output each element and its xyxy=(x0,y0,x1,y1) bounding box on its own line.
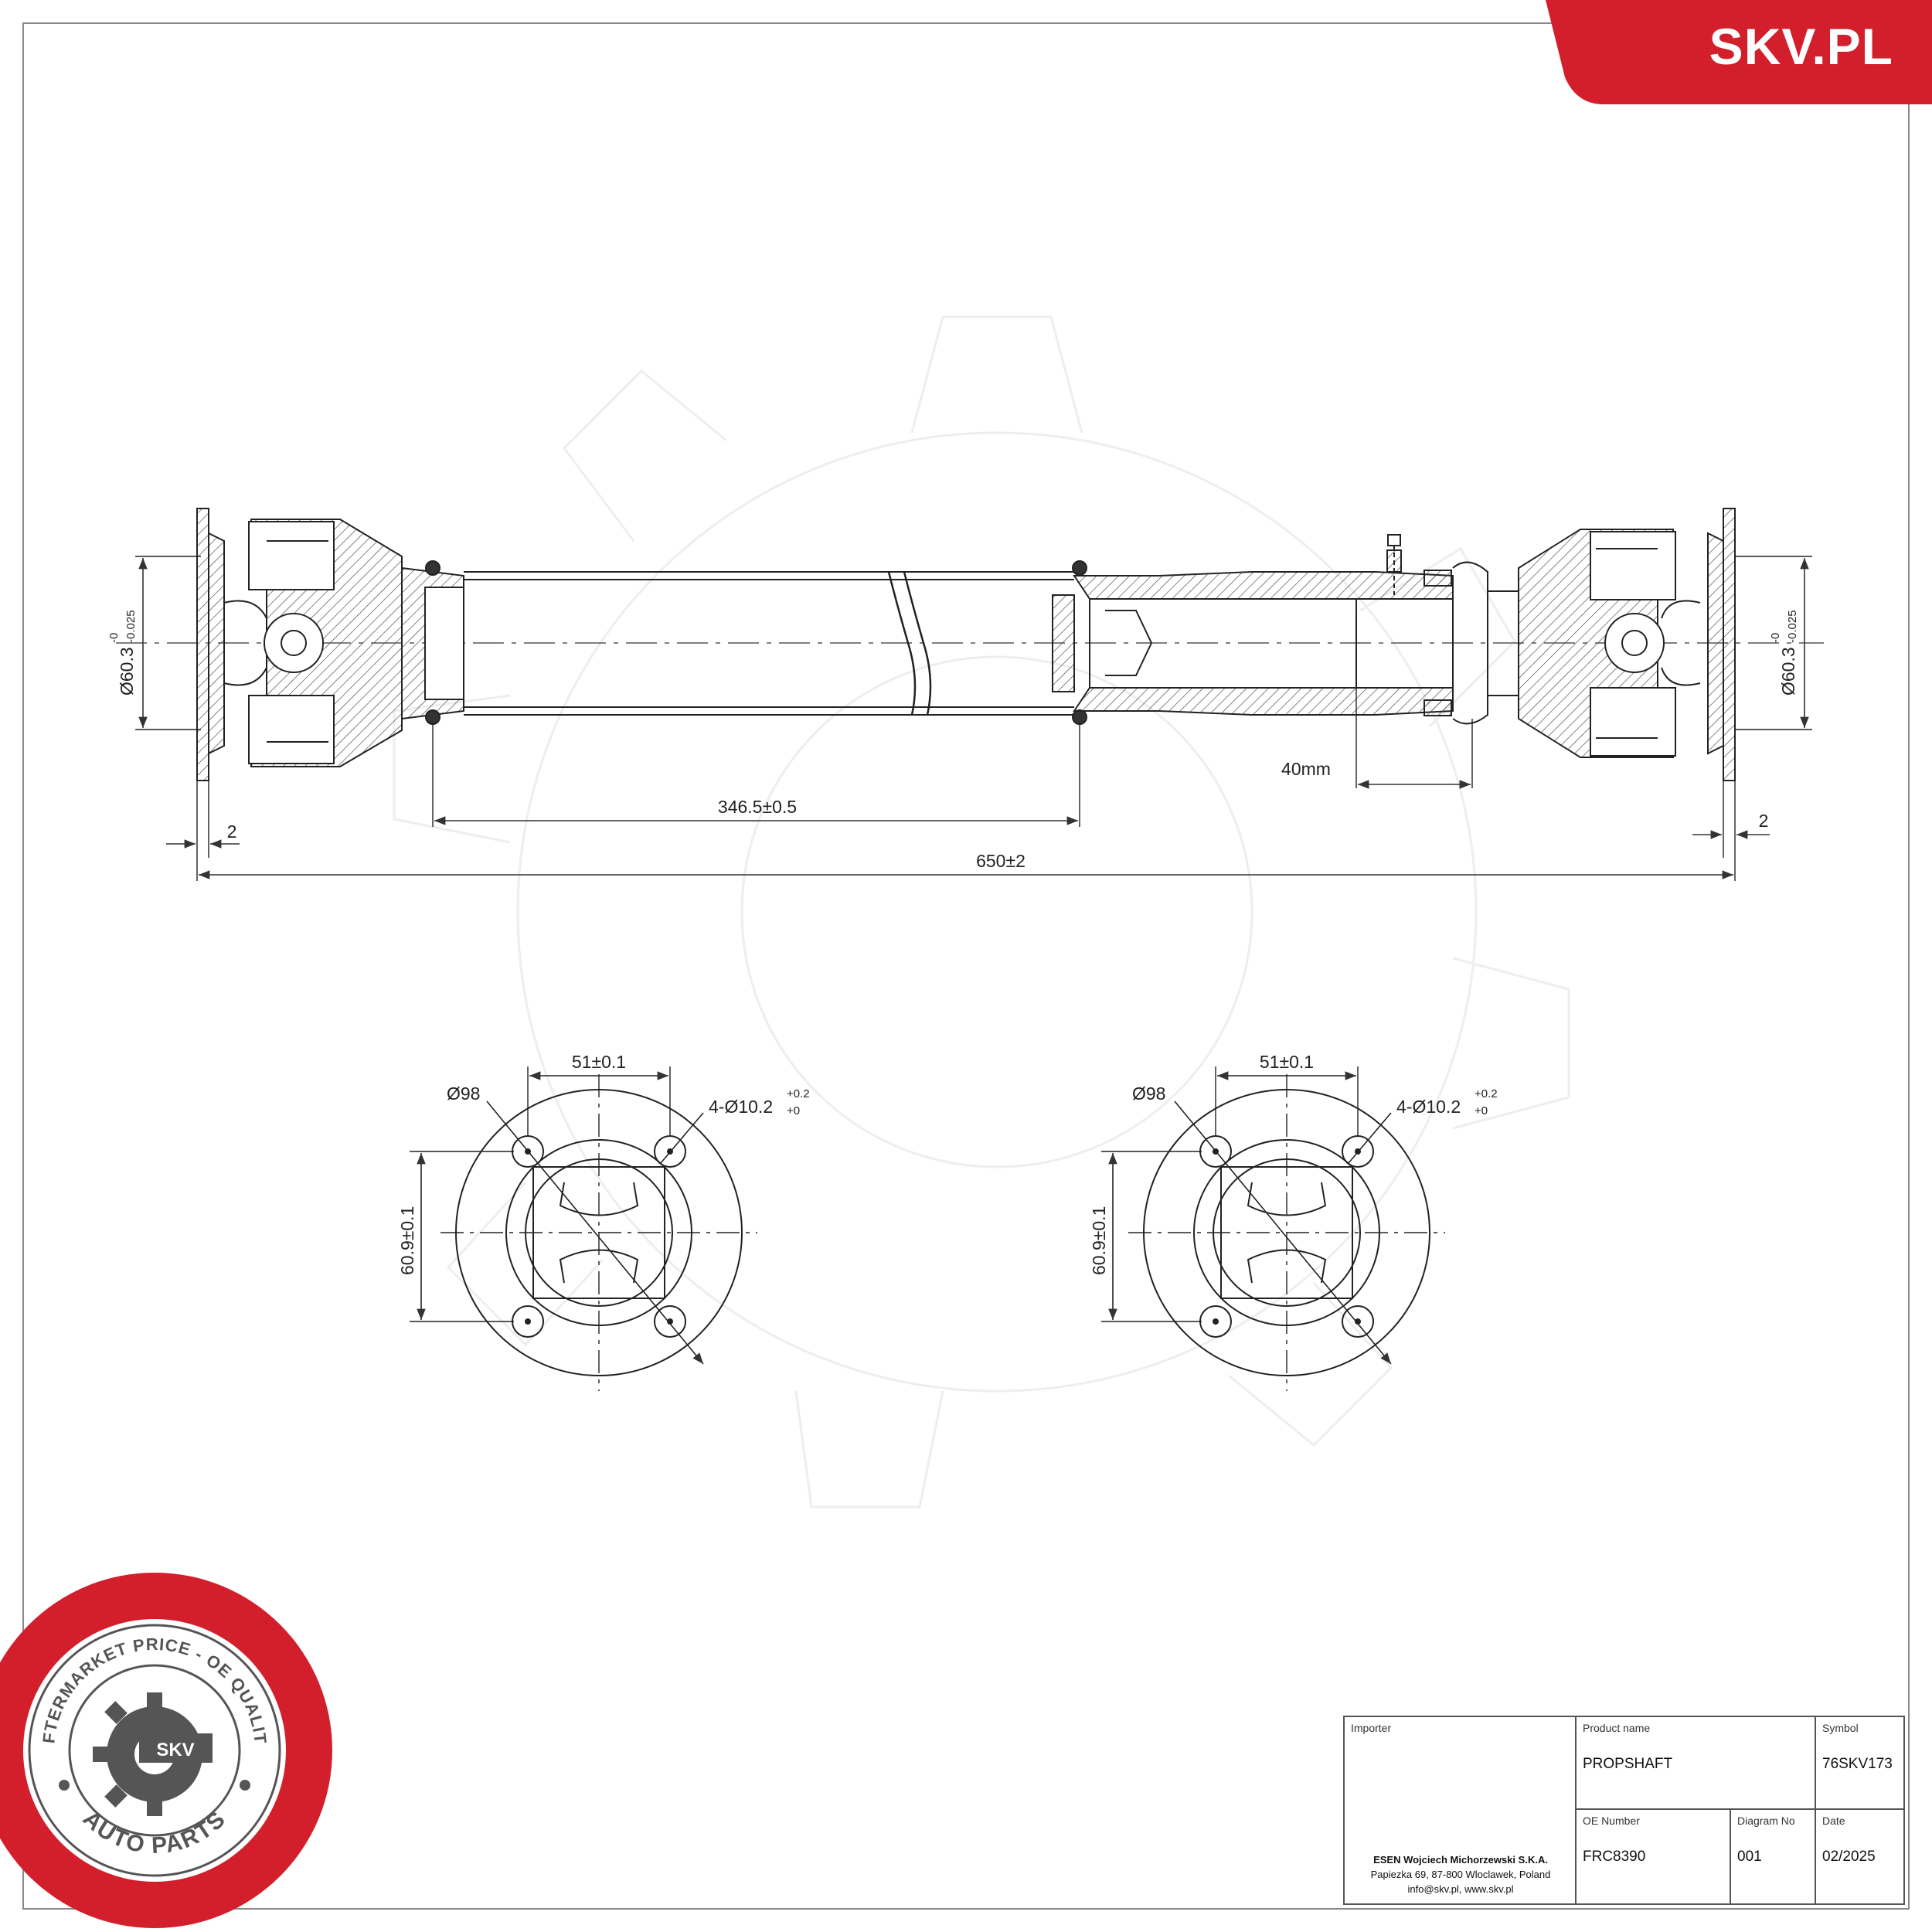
flange-view-right xyxy=(1101,1066,1445,1391)
flange-left-label: 2 xyxy=(227,821,237,842)
diagram-cell: Diagram No 001 xyxy=(1731,1810,1816,1903)
left-diameter-tol-lower: -0.025 xyxy=(124,610,138,643)
brand-corner-shape xyxy=(1546,0,1932,104)
product-cell: Product name PROPSHAFT xyxy=(1577,1717,1816,1810)
right-diameter-label: Ø60.3 xyxy=(1778,647,1798,696)
overall-length-label: 650±2 xyxy=(976,851,1026,871)
diagram-value: 001 xyxy=(1737,1849,1762,1865)
badge-center-text: SKV xyxy=(156,1740,194,1760)
oe-label: OE Number xyxy=(1583,1815,1640,1827)
flange2-holes-tol-upper: +0.2 xyxy=(1475,1087,1498,1100)
flange1-height: 60.9±0.1 xyxy=(397,1206,417,1275)
flange2-holes-tol-lower: +0 xyxy=(1475,1104,1488,1117)
date-label: Date xyxy=(1822,1815,1845,1827)
page-frame xyxy=(22,22,1910,1910)
flange-right-label: 2 xyxy=(1759,811,1769,831)
diagram-label: Diagram No xyxy=(1737,1815,1795,1827)
importer-cell: Importer ESEN Wojciech Michorzewski S.K.… xyxy=(1345,1717,1577,1903)
flange1-outer-dia: Ø98 xyxy=(447,1083,480,1104)
watermark-gear xyxy=(393,315,1570,1509)
left-diameter-label: Ø60.3 xyxy=(117,647,137,696)
flange2-height: 60.9±0.1 xyxy=(1089,1206,1109,1275)
product-value: PROPSHAFT xyxy=(1583,1756,1673,1772)
flange2-pitch: 51±0.1 xyxy=(1260,1052,1314,1072)
dimension-lines xyxy=(138,558,1809,879)
oe-cell: OE Number FRC8390 xyxy=(1577,1810,1731,1903)
right-diameter-tol-upper: -0 xyxy=(1769,633,1782,643)
importer-label: Importer xyxy=(1351,1722,1392,1734)
flange2-holes: 4-Ø10.2 xyxy=(1396,1097,1461,1117)
title-block: Importer ESEN Wojciech Michorzewski S.K.… xyxy=(1343,1716,1905,1905)
svg-text:AFTERMARKET PRICE - OE QUALITY: AFTERMARKET PRICE - OE QUALITY xyxy=(0,0,270,1745)
flange-view-left xyxy=(410,1066,757,1391)
importer-contact: info@skv.pl, www.skv.pl xyxy=(1407,1883,1514,1895)
product-label: Product name xyxy=(1583,1722,1651,1734)
flange1-holes: 4-Ø10.2 xyxy=(709,1097,773,1117)
shaft-side-view xyxy=(116,508,1824,881)
flange2-outer-dia: Ø98 xyxy=(1132,1083,1165,1104)
skv-quality-badge: AFTERMARKET PRICE - OE QUALITY AUTO PART… xyxy=(0,0,332,1928)
flange1-pitch: 51±0.1 xyxy=(572,1052,626,1072)
date-cell: Date 02/2025 xyxy=(1816,1810,1903,1903)
flange1-holes-tol-upper: +0.2 xyxy=(787,1087,810,1100)
symbol-cell: Symbol 76SKV173 xyxy=(1816,1717,1903,1810)
date-value: 02/2025 xyxy=(1822,1849,1876,1865)
oe-value: FRC8390 xyxy=(1583,1849,1646,1865)
tube-length-label: 346.5±0.5 xyxy=(718,797,797,817)
symbol-label: Symbol xyxy=(1822,1722,1859,1734)
badge-ring-text: AFTERMARKET PRICE - OE QUALITY xyxy=(0,0,270,1745)
slip-length-label: 40mm xyxy=(1281,759,1331,779)
brand-site-label: SKV.PL xyxy=(1709,18,1893,75)
symbol-value: 76SKV173 xyxy=(1822,1756,1893,1772)
flange1-holes-tol-lower: +0 xyxy=(787,1104,800,1117)
importer-name: ESEN Wojciech Michorzewski S.K.A. xyxy=(1373,1854,1548,1866)
right-diameter-tol-lower: -0.025 xyxy=(1786,610,1799,643)
left-diameter-tol-upper: -0 xyxy=(107,633,121,643)
importer-address: Papiezka 69, 87-800 Wloclawek, Poland xyxy=(1370,1869,1551,1880)
